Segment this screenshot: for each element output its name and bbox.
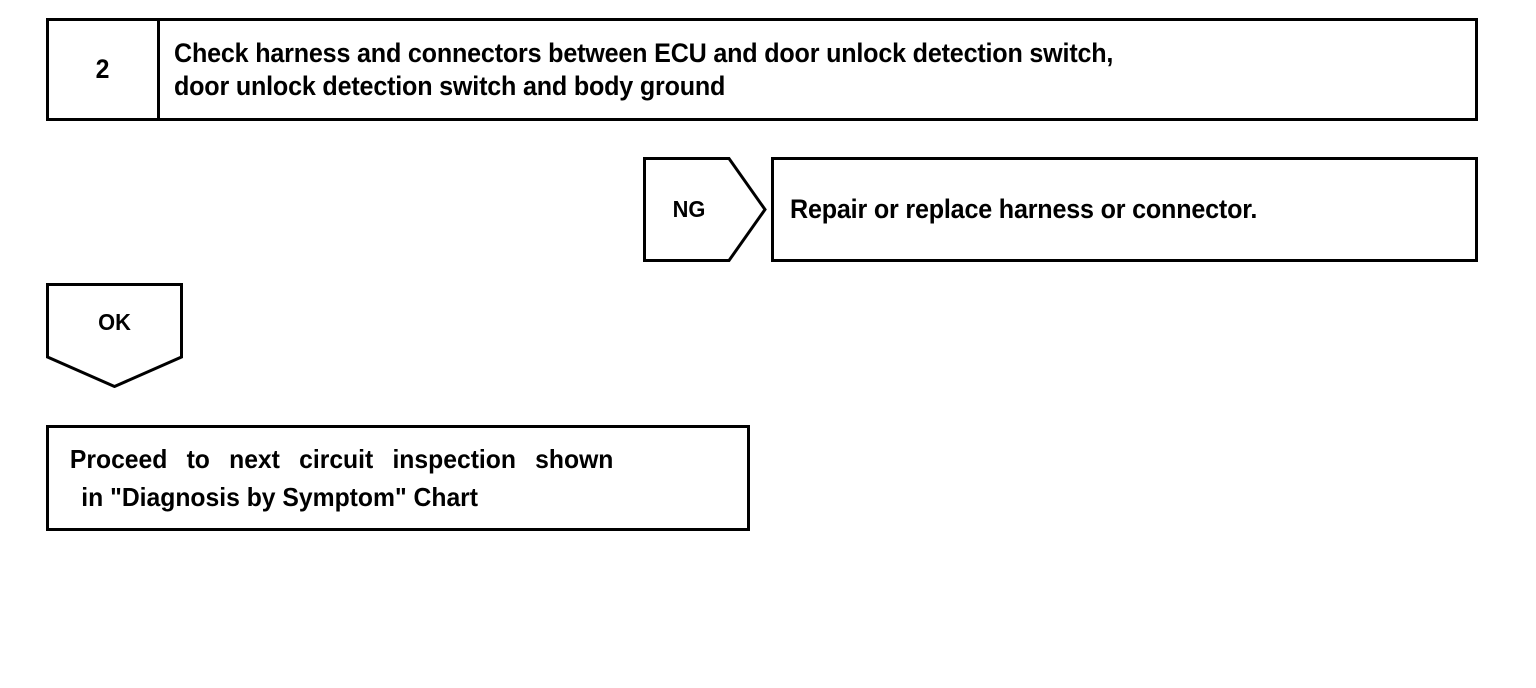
ng-branch-marker: NG [643,157,767,262]
ng-result-box: Repair or replace harness or connector. [771,157,1478,262]
step-number: 2 [96,54,110,84]
ng-arrow-icon [643,157,767,262]
ok-branch-label: OK [98,308,131,335]
ng-branch-label: NG [672,196,706,222]
step-title-line-1: Check harness and connectors between ECU… [174,37,1114,68]
step-header-row: 2 Check harness and connectors between E… [46,18,1478,121]
ok-branch-marker: OK [46,283,183,388]
ok-arrow-icon [46,283,183,388]
ok-result-line-2: in "Diagnosis by Symptom" Chart [81,482,479,512]
step-title-cell: Check harness and connectors between ECU… [160,21,1475,118]
ng-result-text: Repair or replace harness or connector. [790,194,1258,224]
step-title-line-2: door unlock detection switch and body gr… [174,70,726,101]
ok-result-line-1: Proceed to next circuit inspection shown [69,444,614,474]
step-number-cell: 2 [49,21,160,118]
ok-result-box: Proceed to next circuit inspection shown… [46,425,750,531]
